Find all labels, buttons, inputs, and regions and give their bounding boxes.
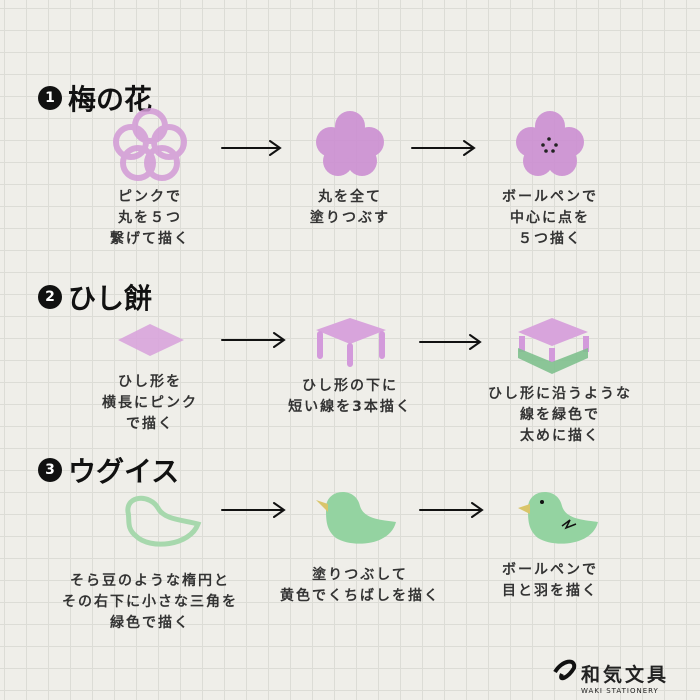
number-badge: 1 <box>38 86 62 110</box>
brand-subtitle: WAKI STATIONERY <box>581 687 659 695</box>
arrow-icon <box>221 332 286 348</box>
caption-line: ボールペンで <box>502 562 598 578</box>
arrow-icon <box>411 140 476 156</box>
step-caption: 塗りつぶして 黄色でくちばしを描く <box>240 565 480 607</box>
caption-line: ひし形を <box>118 374 182 390</box>
bird-finished-drawing <box>518 491 598 544</box>
plum-filled-drawing <box>316 111 384 176</box>
caption-line: そら豆のような楕円と <box>70 573 230 589</box>
brand-name: 和気文具 <box>581 664 670 686</box>
diamond-drawing <box>118 324 184 356</box>
step-caption: ボールペンで 中心に点を ５つ描く <box>430 187 670 250</box>
step-caption: ボールペンで 目と羽を描く <box>430 560 670 602</box>
caption-line: ５つ描く <box>518 231 582 247</box>
arrow-icon <box>419 502 484 518</box>
diamond-with-legs-drawing <box>316 318 386 367</box>
bird-outline-drawing <box>125 495 202 547</box>
caption-line: 黄色でくちばしを描く <box>280 588 440 604</box>
arrow-icon <box>221 140 282 156</box>
section-title-text: ウグイス <box>68 455 180 488</box>
caption-line: で描く <box>126 416 174 432</box>
section-title-text: 梅の花 <box>68 83 153 116</box>
caption-line: 目と羽を描く <box>502 583 598 599</box>
number-badge: 3 <box>38 458 62 482</box>
brand-logo-icon <box>553 659 577 681</box>
caption-line: 横長にピンク <box>102 395 198 411</box>
caption-line: 中心に点を <box>510 210 590 226</box>
caption-line: 短い線を3本描く <box>288 399 412 415</box>
arrow-icon <box>221 502 286 518</box>
caption-line: 緑色で描く <box>110 615 190 631</box>
plum-outline-drawing <box>113 108 187 181</box>
arrow-icon <box>419 334 482 350</box>
caption-line: 塗りつぶす <box>309 210 391 226</box>
caption-line: 線を緑色で <box>520 407 600 423</box>
step-caption: ひし形に沿うような 線を緑色で 太めに描く <box>440 384 680 447</box>
caption-line: 繋げて描く <box>110 231 190 247</box>
hishimochi-drawing <box>518 318 589 374</box>
arrows <box>221 140 484 518</box>
section-2-title: 2 ひし餅 <box>38 277 152 317</box>
caption-line: 丸を全て <box>318 189 382 205</box>
section-title-text: ひし餅 <box>68 282 153 315</box>
step-caption: 丸を全て 塗りつぶす <box>230 187 470 229</box>
caption-line: ひし形に沿うような <box>488 386 632 402</box>
step-caption: そら豆のような楕円と その右下に小さな三角を 緑色で描く <box>30 571 270 634</box>
caption-line: 丸を５つ <box>118 210 182 226</box>
section-3-title: 3 ウグイス <box>38 450 179 490</box>
number-badge: 2 <box>38 285 62 309</box>
caption-line: ひし形の下に <box>302 378 398 394</box>
plum-dotted-drawing <box>516 111 584 176</box>
caption-line: 太めに描く <box>520 428 600 444</box>
section-1-title: 1 梅の花 <box>38 78 152 118</box>
step-caption: ひし形を 横長にピンク で描く <box>30 372 270 435</box>
step-caption: ひし形の下に 短い線を3本描く <box>230 376 470 418</box>
caption-line: ピンクで <box>118 189 182 205</box>
caption-line: その右下に小さな三角を <box>62 594 238 610</box>
caption-line: 塗りつぶして <box>312 567 408 583</box>
bird-filled-drawing <box>316 491 396 544</box>
caption-line: ボールペンで <box>502 189 598 205</box>
step-caption: ピンクで 丸を５つ 繋げて描く <box>30 187 270 250</box>
brand-logo: 和気文具 WAKI STATIONERY <box>555 660 669 695</box>
